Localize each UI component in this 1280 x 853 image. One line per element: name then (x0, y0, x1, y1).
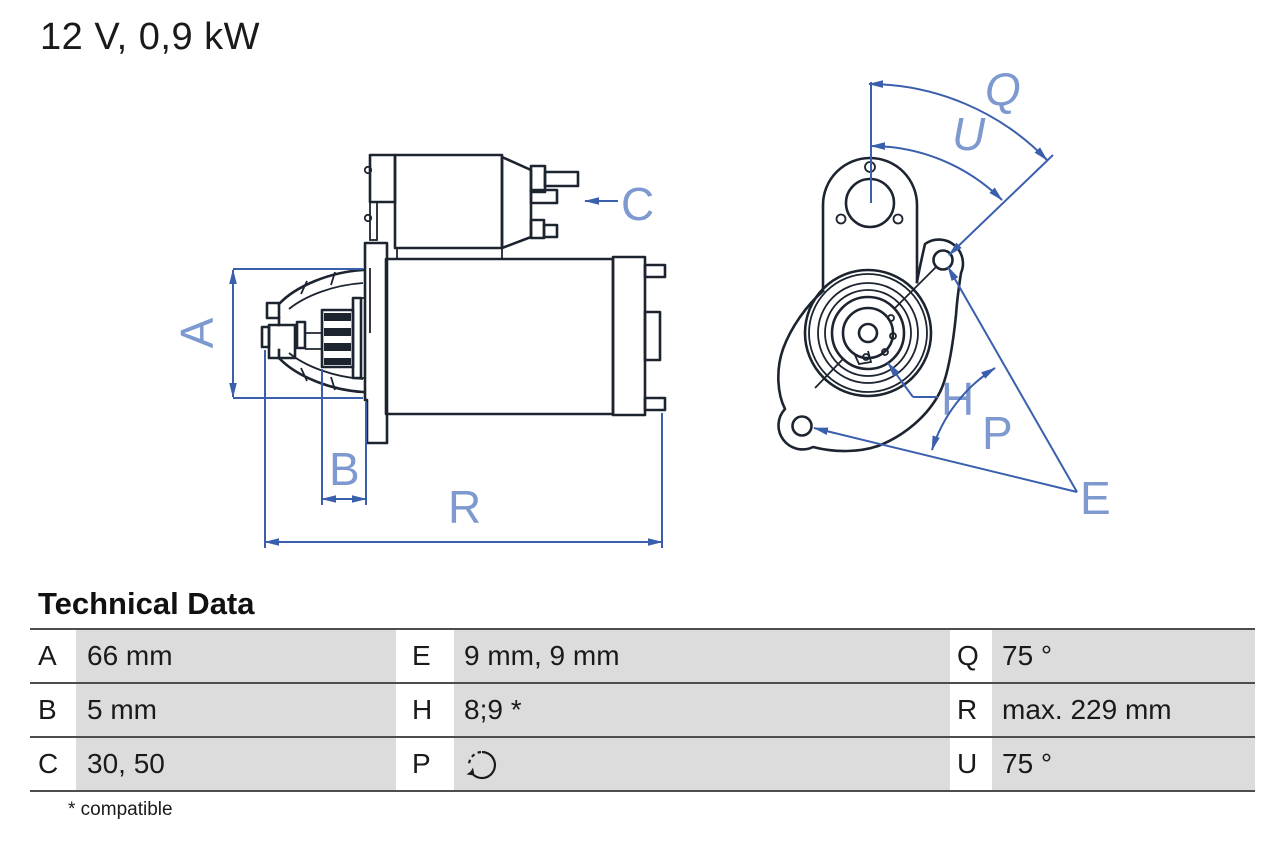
bearing-circles (803, 266, 937, 398)
solenoid (363, 153, 580, 259)
dim-key-h: H (396, 684, 454, 736)
dimension-a: A (171, 268, 363, 399)
dim-label-b: B (329, 443, 360, 495)
technical-data-table: A 66 mm E 9 mm, 9 mm Q 75 ° B 5 mm H 8;9… (30, 628, 1255, 792)
dim-value-a: 66 mm (76, 630, 396, 682)
dimension-p: P (931, 367, 1013, 459)
dim-value-q: 75 ° (992, 630, 1255, 682)
side-view: A B R C (171, 153, 667, 548)
dim-key-p: P (396, 738, 454, 790)
dim-value-e: 9 mm, 9 mm (454, 630, 950, 682)
dim-key-q: Q (950, 630, 992, 682)
dim-value-b: 5 mm (76, 684, 396, 736)
table-row: B 5 mm H 8;9 * R max. 229 mm (30, 684, 1255, 738)
table-row: C 30, 50 P U 75 ° (30, 738, 1255, 792)
drive-end-housing (260, 268, 365, 394)
dim-key-a: A (30, 630, 76, 682)
pinion-gear (320, 308, 355, 369)
page-title: 12 V, 0,9 kW (40, 16, 261, 58)
dim-label-e: E (1080, 472, 1111, 524)
dim-key-u: U (950, 738, 992, 790)
dim-key-b: B (30, 684, 76, 736)
dim-value-c: 30, 50 (76, 738, 396, 790)
callout-e: E (813, 266, 1111, 524)
bolt-hole-bottom-left (791, 415, 813, 437)
callout-c: C (584, 178, 654, 230)
dim-key-r: R (950, 684, 992, 736)
starter-motor-technical-drawing: A B R C (171, 63, 1111, 548)
mounting-bracket (363, 241, 389, 445)
dim-key-e: E (396, 630, 454, 682)
dimension-b: B (321, 369, 367, 505)
motor-body (384, 255, 667, 417)
technical-data-heading: Technical Data (38, 586, 255, 621)
dim-label-p: P (982, 407, 1013, 459)
callout-h: H (887, 362, 974, 425)
dim-value-p (454, 738, 950, 790)
table-row: A 66 mm E 9 mm, 9 mm Q 75 ° (30, 630, 1255, 684)
dim-label-u: U (952, 108, 986, 160)
dim-label-c: C (621, 178, 654, 230)
dim-label-a: A (171, 317, 223, 348)
rotation-direction-icon (466, 750, 497, 780)
dim-value-u: 75 ° (992, 738, 1255, 790)
bolt-hole-top-right (932, 249, 954, 271)
front-view: Q U H P E (777, 63, 1111, 524)
dim-label-r: R (448, 481, 481, 533)
dim-label-q: Q (985, 63, 1021, 115)
dimension-u: U (870, 108, 1003, 201)
footnote: * compatible (68, 799, 173, 820)
dim-value-h: 8;9 * (454, 684, 950, 736)
dimension-r: R (264, 350, 663, 548)
dim-key-c: C (30, 738, 76, 790)
dim-value-r: max. 229 mm (992, 684, 1255, 736)
